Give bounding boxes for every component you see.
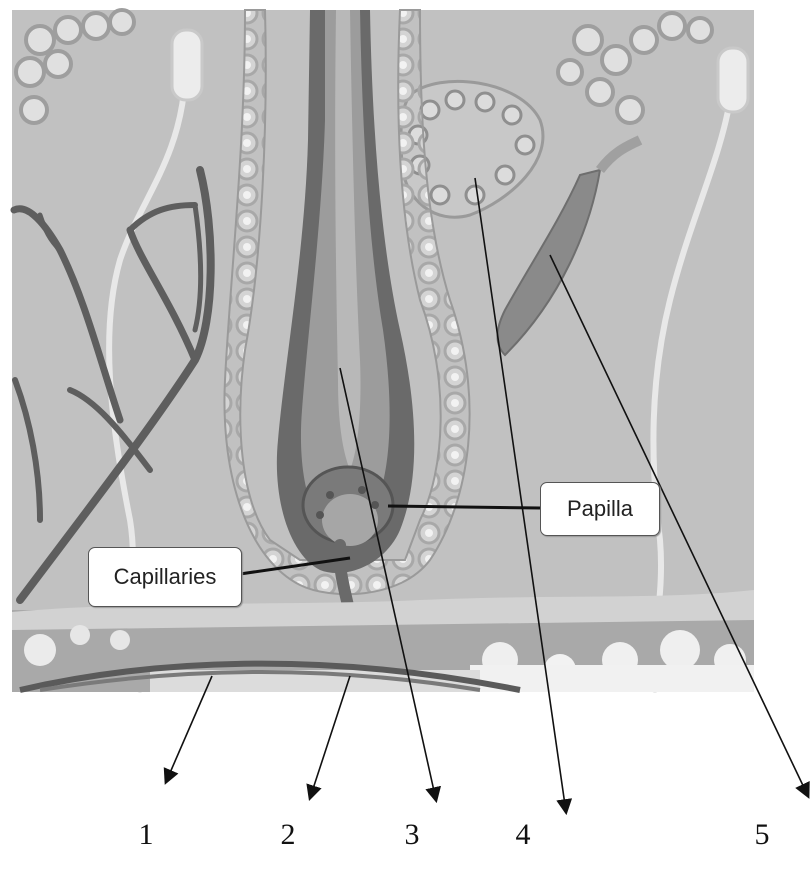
capillaries-label: Capillaries <box>88 547 242 607</box>
papilla-label: Papilla <box>540 482 660 536</box>
number-4-label: 4 <box>503 818 543 852</box>
number-3-label: 3 <box>392 818 432 852</box>
arrow-2 <box>310 676 350 798</box>
number-5-label: 5 <box>742 818 782 852</box>
number-1-label: 1 <box>126 818 166 852</box>
papilla-leader-line <box>388 506 540 508</box>
number-2-label: 2 <box>268 818 308 852</box>
